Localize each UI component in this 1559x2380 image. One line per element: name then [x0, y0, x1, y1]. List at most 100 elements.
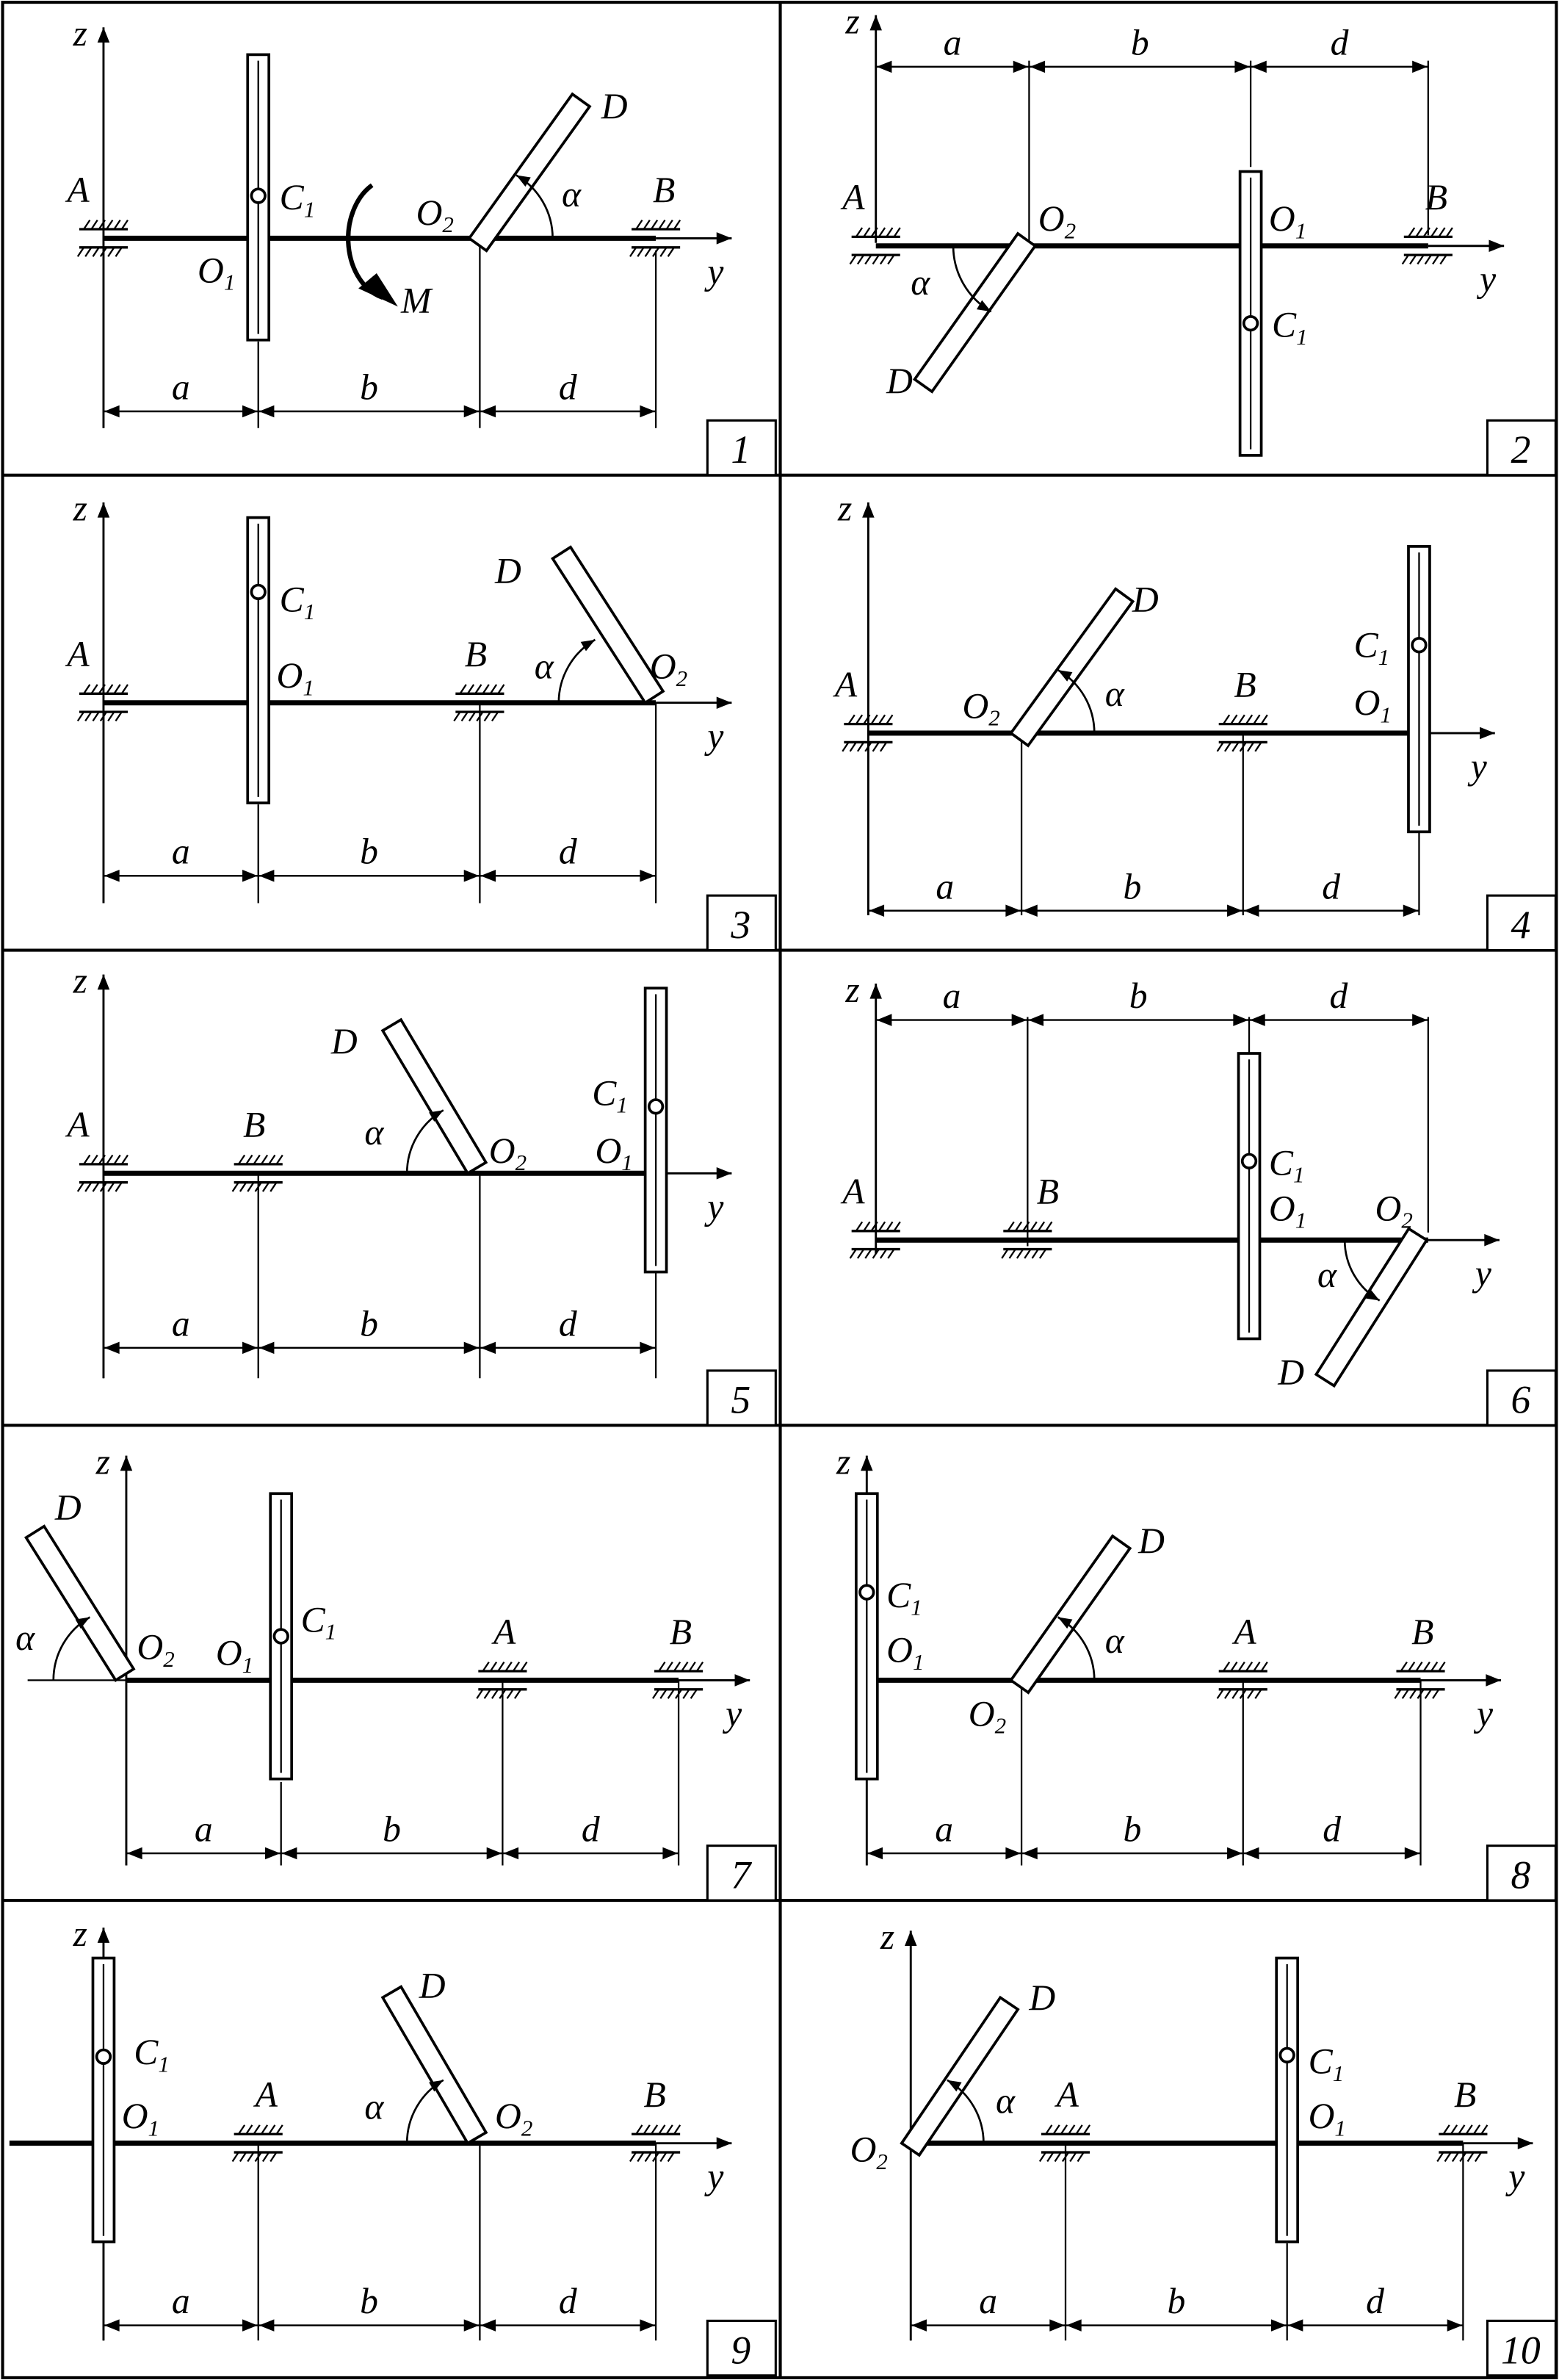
angle-alpha-label: α [364, 1112, 384, 1153]
panel-number-text: 9 [731, 2328, 750, 2372]
dimension-label-d: d [582, 1809, 600, 1849]
c1-label: C1 [280, 177, 316, 222]
disk [1407, 545, 1431, 834]
z-axis-label: z [844, 970, 859, 1010]
y-axis-label: y [1505, 2157, 1525, 2197]
z-axis-arrow [97, 974, 110, 990]
o1-label: O1 [595, 1130, 632, 1175]
z-axis-label: z [73, 488, 87, 529]
rod [1009, 1534, 1132, 1695]
support-b-label: B [465, 634, 487, 674]
panel-number-box: 9 [706, 2319, 777, 2377]
o2-label: O2 [1038, 198, 1076, 243]
o2-label: O2 [962, 685, 999, 730]
support-a-label: A [65, 170, 90, 210]
center-of-mass-marker [647, 1098, 665, 1115]
support-b [1001, 1221, 1053, 1259]
support-b-label: B [1234, 664, 1256, 704]
support-b [652, 1661, 704, 1699]
angle-alpha-label: α [535, 646, 554, 687]
support-b [629, 2124, 681, 2163]
panel-number-text: 5 [731, 1378, 750, 1422]
rod [467, 92, 592, 253]
dimension-label-d: d [559, 832, 577, 872]
dimension-label-b: b [360, 367, 378, 407]
support-b-label: B [243, 1105, 265, 1145]
y-axis-arrow [716, 696, 732, 709]
c1-label: C1 [134, 2032, 170, 2077]
support-b-label: B [1037, 1172, 1059, 1212]
dimension-label-a: a [172, 2281, 190, 2321]
support-b-label: B [670, 1612, 692, 1652]
dimension-label-a: a [943, 976, 961, 1016]
dimension-label-b: b [360, 1303, 378, 1344]
rod-end-label: D [494, 550, 521, 591]
y-axis-label: y [1472, 1253, 1492, 1294]
o1-label: O1 [1309, 2096, 1346, 2141]
dimension-label-d: d [1366, 2281, 1384, 2321]
support-a [1038, 2124, 1091, 2163]
angle-alpha-arc [557, 638, 596, 703]
dimension-label-d: d [1322, 866, 1340, 906]
center-of-mass-marker [1411, 637, 1428, 654]
center-of-mass-marker [1240, 1153, 1258, 1169]
angle-alpha-label: α [911, 262, 930, 303]
support-a-label: A [253, 2074, 278, 2115]
rod [380, 1017, 488, 1175]
support-a-label: A [491, 1612, 516, 1652]
angle-alpha-label: α [15, 1618, 35, 1658]
z-axis-arrow [97, 27, 110, 43]
o2-label: O2 [416, 192, 454, 237]
z-axis-label: z [95, 1441, 110, 1482]
moment-label: M [400, 281, 433, 321]
o1-label: O1 [277, 655, 314, 700]
o1-label: O1 [216, 1633, 253, 1678]
y-axis-label: y [1473, 1693, 1494, 1734]
support-a [849, 227, 901, 265]
dimension-label-d: d [559, 1303, 577, 1344]
y-axis-arrow [1484, 1233, 1500, 1247]
support-a-label: A [65, 1105, 90, 1145]
o2-label: O2 [1375, 1188, 1413, 1233]
y-axis-arrow [734, 1674, 750, 1687]
dimension-label-d: d [559, 367, 577, 407]
panel-number-text: 2 [1511, 428, 1530, 472]
support-a-label: A [833, 664, 858, 704]
rod-end-label: D [1132, 580, 1159, 620]
dimension-label-d: d [1323, 1809, 1341, 1849]
y-axis-label: y [703, 1186, 724, 1227]
dimension-label-b: b [1167, 2281, 1185, 2321]
z-axis-arrow [861, 1455, 873, 1471]
rod [551, 545, 665, 705]
support-b [453, 684, 505, 722]
panel-number-box: 5 [706, 1369, 777, 1427]
z-axis-label: z [844, 1, 859, 41]
center-of-mass-marker [1242, 314, 1259, 332]
support-a [842, 714, 894, 752]
y-axis-label: y [722, 1693, 742, 1734]
o2-label: O2 [495, 2096, 532, 2141]
support-a-label: A [65, 634, 90, 674]
y-axis-arrow [1486, 1674, 1502, 1687]
disk [854, 1492, 879, 1781]
disk [91, 1956, 116, 2243]
panel-number-box: 2 [1486, 419, 1557, 477]
panel-number-box: 6 [1486, 1369, 1557, 1427]
rod-end-label: D [886, 361, 913, 401]
rod-end-label: D [419, 1965, 446, 2005]
support-b [1216, 714, 1268, 752]
o1-label: O1 [122, 2096, 159, 2141]
support-a [76, 219, 129, 257]
z-axis-label: z [880, 1916, 894, 1957]
disk [246, 53, 271, 342]
